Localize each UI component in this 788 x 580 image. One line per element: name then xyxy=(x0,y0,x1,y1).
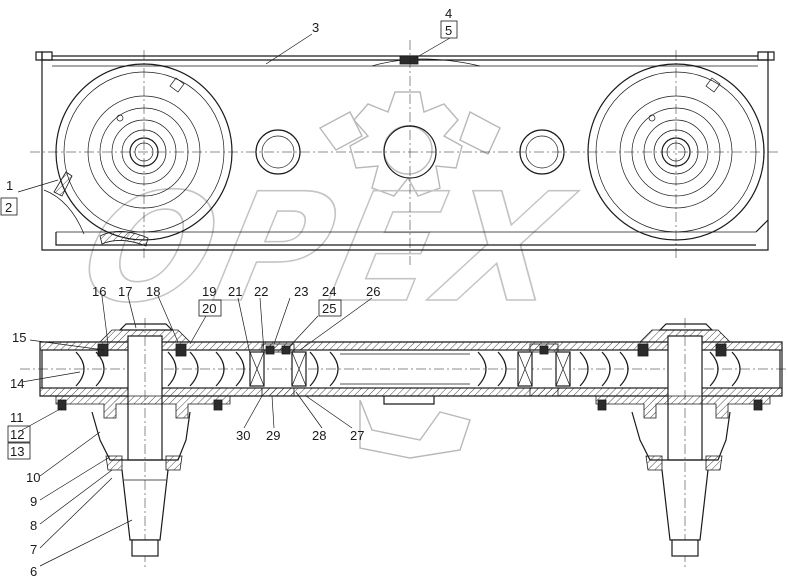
right-wheel xyxy=(587,63,765,241)
callout-20-box xyxy=(198,299,222,317)
callout-13: 13 xyxy=(10,444,24,459)
callout-29: 29 xyxy=(266,428,280,443)
callout-12: 12 xyxy=(10,427,24,442)
wheel-sections xyxy=(75,351,741,387)
callout-12-box xyxy=(7,425,31,443)
callout-13-box xyxy=(7,442,31,460)
callout-21: 21 xyxy=(228,284,242,299)
right-kingpin xyxy=(595,318,771,570)
callout-24: 24 xyxy=(322,284,336,299)
shaft-bores xyxy=(255,125,565,179)
callout-27: 27 xyxy=(350,428,364,443)
bearings xyxy=(249,343,571,397)
callout-26: 26 xyxy=(366,284,380,299)
callout-17: 17 xyxy=(118,284,132,299)
callout-25: 25 xyxy=(322,301,336,316)
watermark: OPEX xyxy=(68,91,587,459)
callout-labels: 1 2 3 4 5 6 7 8 9 10 11 12 13 14 15 16 1… xyxy=(0,6,458,579)
callout-16: 16 xyxy=(92,284,106,299)
callout-22: 22 xyxy=(254,284,268,299)
callout-8: 8 xyxy=(30,518,37,533)
callout-30: 30 xyxy=(236,428,250,443)
callout-19: 19 xyxy=(202,284,216,299)
left-wheel xyxy=(43,63,233,247)
callout-28: 28 xyxy=(312,428,326,443)
callout-10: 10 xyxy=(26,470,40,485)
callout-6: 6 xyxy=(30,564,37,579)
callout-9: 9 xyxy=(30,494,37,509)
callout-2-box xyxy=(0,197,18,216)
top-view xyxy=(30,40,780,265)
callout-14: 14 xyxy=(10,376,24,391)
callout-25-box xyxy=(318,299,342,317)
callout-4: 4 xyxy=(445,6,452,21)
callout-7: 7 xyxy=(30,542,37,557)
left-kingpin xyxy=(55,318,231,570)
section-view xyxy=(20,318,786,570)
callout-5-box xyxy=(440,20,458,39)
callout-1: 1 xyxy=(6,178,13,193)
watermark-text: OPEX xyxy=(69,161,587,336)
callout-18: 18 xyxy=(146,284,160,299)
callout-5: 5 xyxy=(445,23,452,38)
callout-20: 20 xyxy=(202,301,216,316)
callout-23: 23 xyxy=(294,284,308,299)
callout-15: 15 xyxy=(12,330,26,345)
callout-3: 3 xyxy=(312,20,319,35)
callout-11: 11 xyxy=(10,410,24,425)
callout-2: 2 xyxy=(5,200,12,215)
